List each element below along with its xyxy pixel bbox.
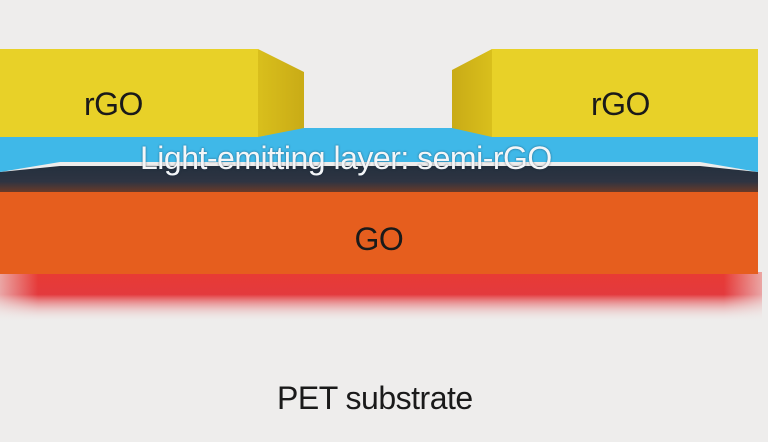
rgo-left-side xyxy=(258,49,304,137)
light-emitting-layer xyxy=(0,128,758,172)
go-label: GO xyxy=(354,221,404,257)
rgo-left-label: rGO xyxy=(84,86,143,122)
pet-substrate-label: PET substrate xyxy=(277,380,473,416)
rgo-right-label: rGO xyxy=(591,86,650,122)
emitting-layer-label: Light-emitting layer: semi-rGO xyxy=(140,140,552,176)
rgo-right-side xyxy=(452,49,492,137)
rgo-left-block xyxy=(0,49,258,137)
dark-band xyxy=(0,166,758,192)
go-layer xyxy=(0,188,758,274)
rgo-right-block xyxy=(492,49,758,137)
